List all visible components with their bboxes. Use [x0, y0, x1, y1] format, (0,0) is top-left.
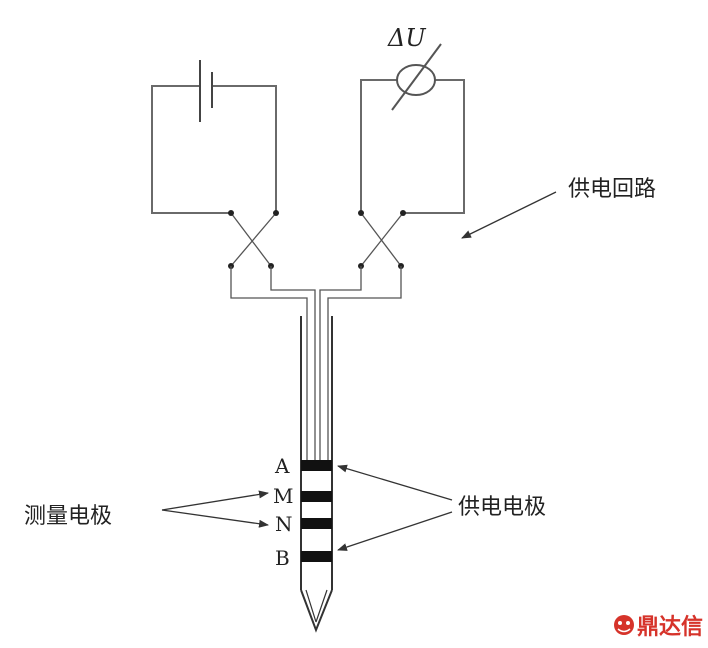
voltmeter-loop [360, 43, 465, 214]
supply-circuit-arrow [461, 191, 557, 239]
supply-electrode-label: 供电电极 [458, 495, 546, 520]
electrode-band-m [301, 491, 332, 502]
supply-arrow-b [337, 511, 453, 551]
left-reversing-switch [228, 210, 279, 269]
probe-body [300, 316, 333, 633]
right-reversing-switch [358, 210, 406, 269]
electrode-band-n [301, 518, 332, 529]
supply-arrow-a [337, 464, 453, 501]
watermark-text: 鼎达信 [637, 614, 703, 640]
electrode-label-a: A [274, 454, 290, 478]
measuring-electrode-label: 测量电极 [24, 504, 112, 529]
watermark-logo: 鼎达信 [614, 614, 703, 640]
delta-u-label: ΔU [387, 24, 426, 52]
supply-circuit-label: 供电回路 [568, 177, 656, 202]
electrode-band-a [301, 460, 332, 471]
electrode-band-b [301, 551, 332, 562]
measuring-arrow-m [161, 490, 269, 511]
measuring-arrow-n [161, 509, 269, 528]
voltmeter-icon [396, 64, 436, 96]
probe-leads [230, 266, 402, 462]
electrode-label-m: M [273, 484, 293, 508]
battery-loop [151, 60, 277, 214]
electrode-label-b: B [275, 546, 290, 570]
electrode-label-n: N [275, 512, 293, 536]
voltmeter-needle [391, 43, 442, 111]
